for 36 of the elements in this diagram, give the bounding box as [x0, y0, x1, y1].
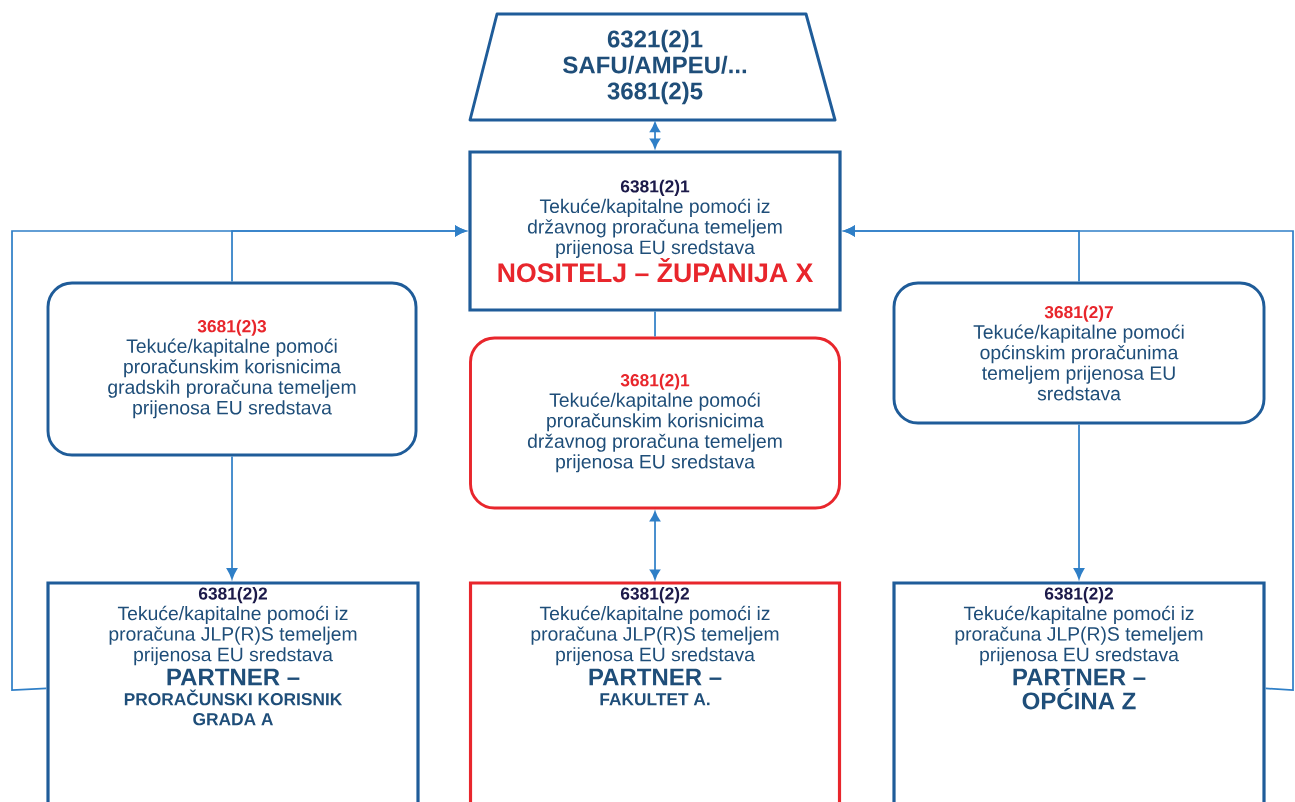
rounded-box	[46, 281, 418, 457]
rounded-box	[469, 336, 841, 510]
description: Tekuće/kapitalne pomoći iz proračuna JLP(R)S temeljem prijenosa EU sredstava	[109, 605, 357, 666]
arrow	[649, 122, 661, 149]
role-title: PARTNER –	[1013, 668, 1146, 686]
arrow	[843, 225, 1294, 691]
role-subtitle: PRORAČUNSKI KORISNIK GRADA A	[124, 689, 343, 726]
role-title: NOSITELJ – ŽUPANIJA X	[498, 258, 814, 283]
account-code: 6381(2)1	[620, 179, 690, 196]
description: Tekuće/kapitalne pomoći proračunskim korisnicima gradskih proračuna temeljem prijenosa EU sredstava	[108, 338, 356, 419]
arrow	[226, 455, 238, 580]
account-code: 6381(2)2	[1044, 587, 1113, 604]
trapezoid-box	[468, 12, 837, 122]
arrow	[1073, 423, 1085, 580]
role-title: PARTNER –	[167, 668, 300, 686]
account-code: 3681(2)1	[620, 373, 690, 390]
description: Tekuće/kapitalne pomoći iz proračuna JLP(R)S temeljem prijenosa EU sredstava	[531, 605, 779, 666]
description: Tekuće/kapitalne pomoći iz državnog proračuna temeljem prijenosa EU sredstava	[527, 198, 782, 258]
account-code: 6381(2)2	[198, 587, 267, 604]
account-code: 6381(2)2	[620, 587, 689, 604]
role-subtitle: FAKULTET A.	[600, 693, 710, 706]
account-box	[892, 581, 1266, 802]
account-code: 3681(2)7	[1044, 305, 1113, 322]
arrow	[649, 511, 661, 580]
description: Tekuće/kapitalne pomoći općinskim proračunima temeljem prijenosa EU sredstava	[973, 324, 1184, 401]
description: Tekuće/kapitalne pomoći iz proračuna JLP(R)S temeljem prijenosa EU sredstava	[955, 605, 1203, 666]
description: Tekuće/kapitalne pomoći proračunskim korisnicima državnog proračuna temeljem prijenosa EU sredstava	[527, 392, 782, 473]
account-box	[468, 581, 842, 802]
account-box	[46, 581, 420, 802]
role-title: PARTNER –	[589, 668, 722, 686]
rounded-box	[892, 281, 1266, 425]
role-subtitle: OPĆINA Z	[1022, 687, 1136, 710]
account-box	[468, 150, 842, 312]
arrow	[11, 225, 467, 691]
account-codes: 6321(2)1 SAFU/AMPEU/... 3681(2)5	[563, 29, 747, 105]
account-code: 3681(2)3	[197, 319, 267, 336]
